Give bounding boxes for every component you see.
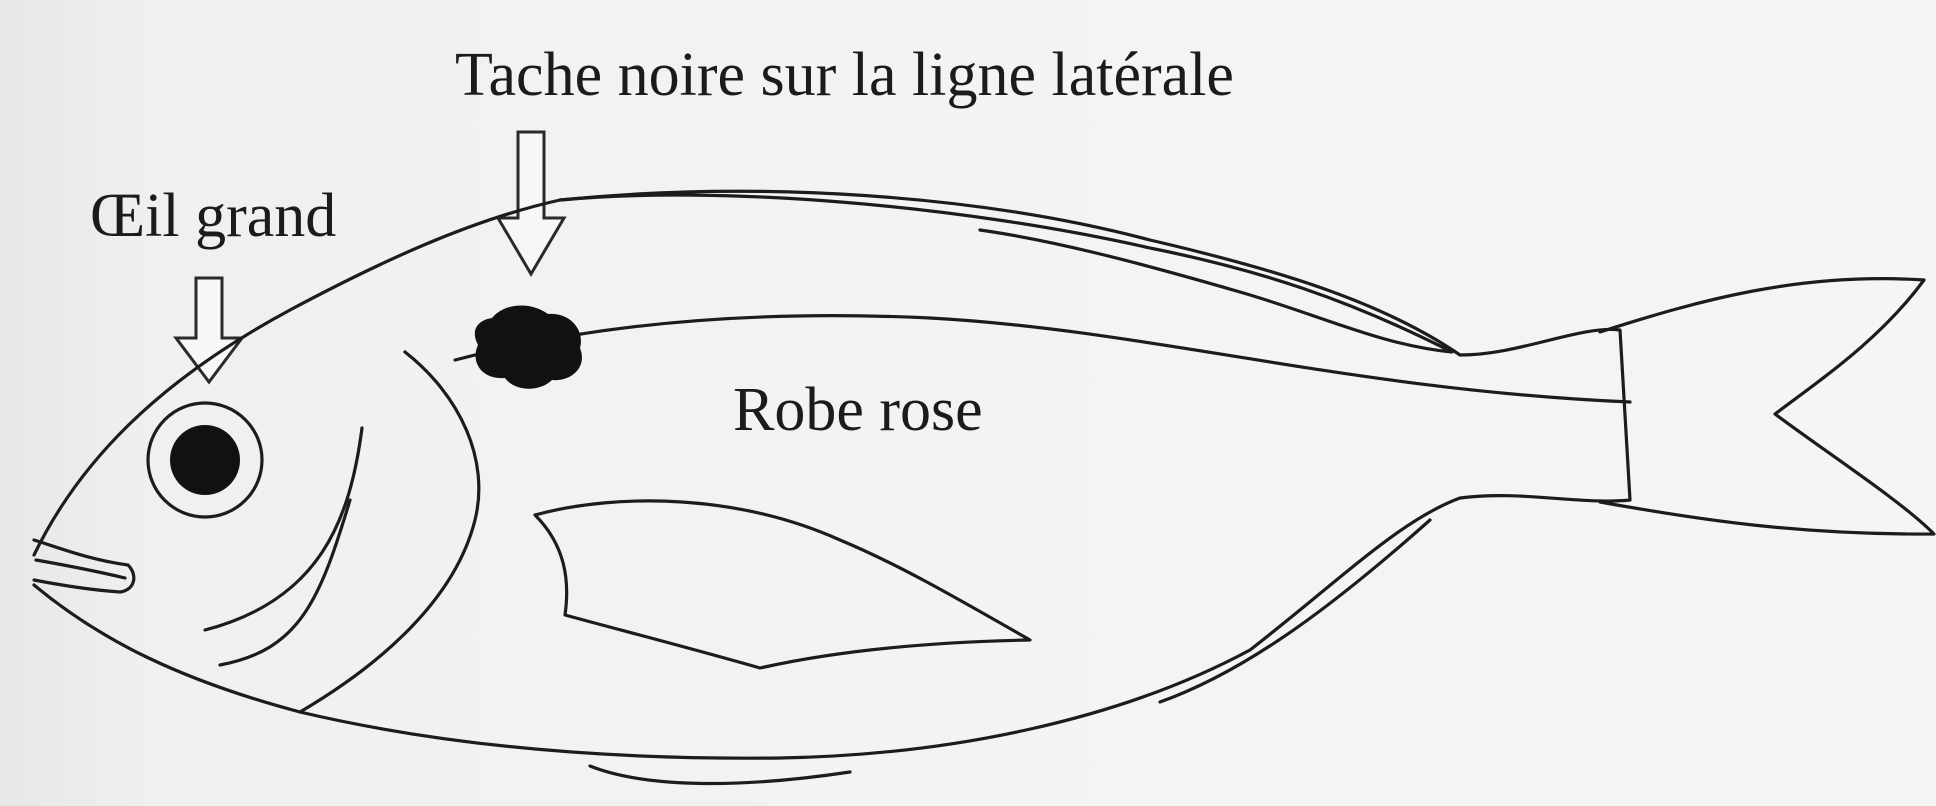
pectoral-fin xyxy=(535,501,1030,668)
operculum xyxy=(300,352,479,712)
body-label: Robe rose xyxy=(733,376,983,444)
anal-fin xyxy=(590,766,850,783)
spot-label: Tache noire sur la ligne latérale xyxy=(455,41,1234,109)
tail-fin xyxy=(1600,279,1934,534)
eye-arrow xyxy=(176,278,242,382)
black-spot xyxy=(475,305,582,388)
mouth xyxy=(34,540,134,592)
gill-arc-2 xyxy=(220,500,350,665)
eye-label: Œil grand xyxy=(90,182,336,250)
spot-arrow xyxy=(498,132,564,274)
lateral-line xyxy=(455,316,1630,402)
fish-body-outline xyxy=(34,191,1630,758)
dorsal-fin xyxy=(560,195,1452,352)
eye-pupil xyxy=(170,425,240,495)
